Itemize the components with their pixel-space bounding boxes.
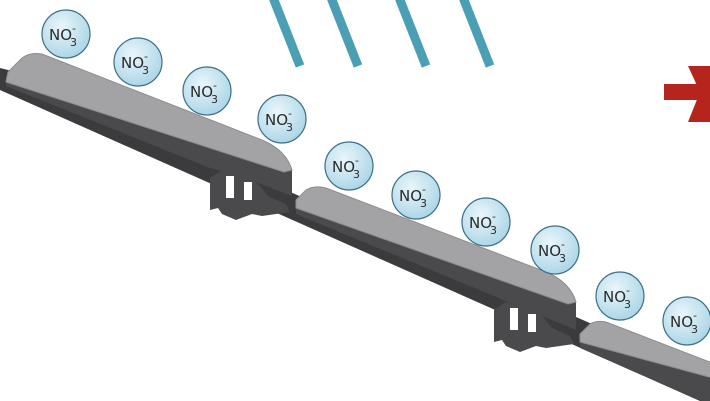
ion-subscript: 3 <box>353 168 360 181</box>
ion-circle <box>461 197 511 247</box>
ion-subscript: 3 <box>420 197 427 210</box>
ion-circle <box>182 66 232 116</box>
ion-charge: - <box>492 210 496 223</box>
ion-charge: - <box>144 50 148 63</box>
ion-circle <box>113 37 163 87</box>
panel-clamp <box>210 170 290 220</box>
ion-label: NO-3 <box>603 284 631 311</box>
ion-charge: - <box>693 309 697 322</box>
ion-base: NO <box>121 54 144 72</box>
ion-label: NO-3 <box>49 22 77 49</box>
ion-charge: - <box>626 284 630 297</box>
ion-base: NO <box>399 187 422 205</box>
ion-label: NO-3 <box>670 309 698 336</box>
ion-base: NO <box>469 214 492 232</box>
ion-charge: - <box>355 154 359 167</box>
rain-streak <box>395 0 431 68</box>
ion-circle <box>41 9 91 59</box>
ion-subscript: 3 <box>624 298 631 311</box>
ion-circle <box>324 141 374 191</box>
nitrate-ion: NO-3 <box>182 66 232 116</box>
nitrate-ion: NO-3 <box>530 225 580 275</box>
ion-base: NO <box>538 242 561 260</box>
ion-subscript: 3 <box>490 224 497 237</box>
rain-streak <box>269 0 305 68</box>
rain-streak <box>459 0 495 68</box>
ion-label: NO-3 <box>399 183 427 210</box>
ion-charge: - <box>288 107 292 120</box>
ion-base: NO <box>332 158 355 176</box>
nitrate-ion: NO-3 <box>113 37 163 87</box>
solar-panel <box>5 53 293 196</box>
ion-charge: - <box>213 79 217 92</box>
ion-circle <box>662 296 710 346</box>
nitrate-ions: NO-3NO-3NO-3NO-3NO-3NO-3NO-3NO-3NO-3NO-3 <box>41 9 710 346</box>
ion-circle <box>391 170 441 220</box>
nitrate-ion: NO-3 <box>461 197 511 247</box>
ion-label: NO-3 <box>332 154 360 181</box>
ion-subscript: 3 <box>559 252 566 265</box>
ion-label: NO-3 <box>469 210 497 237</box>
red-arrow-icon <box>664 66 710 122</box>
nitrate-ion: NO-3 <box>391 170 441 220</box>
nitrate-ion: NO-3 <box>324 141 374 191</box>
rain-streak <box>327 0 363 68</box>
ion-base: NO <box>190 83 213 101</box>
ion-circle <box>530 225 580 275</box>
ion-base: NO <box>670 313 693 331</box>
ion-subscript: 3 <box>286 121 293 134</box>
nitrate-ion: NO-3 <box>595 271 645 321</box>
ion-circle <box>595 271 645 321</box>
ion-charge: - <box>561 238 565 251</box>
ion-charge: - <box>422 183 426 196</box>
ion-base: NO <box>49 26 72 44</box>
ion-label: NO-3 <box>265 107 293 134</box>
nitrate-ion: NO-3 <box>41 9 91 59</box>
ion-charge: - <box>72 22 76 35</box>
ion-base: NO <box>603 288 626 306</box>
ion-subscript: 3 <box>211 93 218 106</box>
solar-panel <box>579 320 710 401</box>
ion-subscript: 3 <box>691 323 698 336</box>
nitrate-ion: NO-3 <box>662 296 710 346</box>
ion-base: NO <box>265 111 288 129</box>
ion-label: NO-3 <box>190 79 218 106</box>
ion-subscript: 3 <box>142 64 149 77</box>
ion-label: NO-3 <box>121 50 149 77</box>
ion-label: NO-3 <box>538 238 566 265</box>
rain-streaks <box>269 0 495 68</box>
nitrate-ion: NO-3 <box>257 94 307 144</box>
ion-subscript: 3 <box>70 36 77 49</box>
ion-circle <box>257 94 307 144</box>
panel-clamp <box>494 302 574 352</box>
